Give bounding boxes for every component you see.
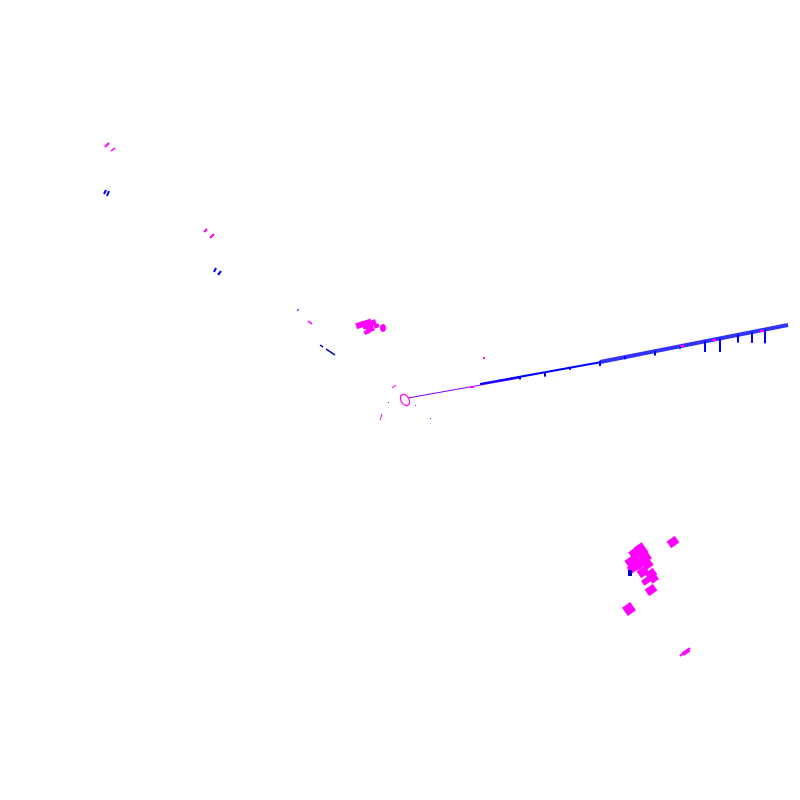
track-magenta-hits: [470, 330, 764, 388]
cluster-hit: [679, 647, 691, 657]
track-hit: [680, 345, 684, 347]
cluster-hit: [649, 574, 659, 584]
cluster-hit: [666, 535, 680, 549]
track-line-thick: [599, 323, 789, 364]
magenta-segment: [203, 228, 208, 233]
scattered-hits: [388, 357, 485, 419]
cluster-hit: [622, 602, 636, 616]
segment-pair-1: [103, 142, 116, 197]
lower-right-cluster: [622, 535, 691, 657]
cluster-hit: [363, 329, 371, 335]
cluster-hit: [373, 323, 380, 329]
blue-segment: [319, 344, 324, 348]
track-hit: [470, 386, 474, 388]
magenta-segment: [104, 142, 110, 148]
track-line-thin: [407, 377, 521, 399]
vertex-tail-1: [391, 384, 397, 389]
vertex-region: [379, 384, 411, 421]
hit: [430, 418, 431, 419]
cluster-hit: [641, 576, 651, 586]
segment-pair-3: [296, 308, 336, 356]
magenta-segment: [110, 147, 116, 152]
segment-pair-2: [203, 228, 222, 276]
hit: [388, 402, 389, 403]
blue-segment: [325, 348, 336, 356]
hit: [483, 357, 485, 359]
magenta-segment: [307, 320, 313, 325]
cluster-hit: [628, 570, 632, 576]
magenta-segment: [296, 308, 300, 312]
vertex-blob: [399, 393, 411, 407]
blue-segment: [106, 190, 110, 197]
hit: [415, 405, 416, 406]
track-hit: [712, 339, 716, 341]
cluster-hit: [644, 583, 658, 597]
magenta-segment: [209, 233, 215, 239]
cluster-hit: [369, 319, 377, 326]
upper-left-track: [103, 142, 336, 356]
cluster-hit: [380, 324, 386, 332]
cluster-hit: [636, 565, 650, 579]
main-track: [407, 323, 789, 399]
blue-segment: [217, 270, 222, 276]
blue-segment: [213, 267, 217, 273]
blue-segment: [103, 189, 107, 195]
vertex-tail-2: [379, 413, 383, 421]
upper-cluster: [355, 318, 386, 335]
track-hit: [760, 330, 764, 332]
track-ticks: [519, 329, 766, 380]
cluster-hit: [624, 552, 642, 570]
